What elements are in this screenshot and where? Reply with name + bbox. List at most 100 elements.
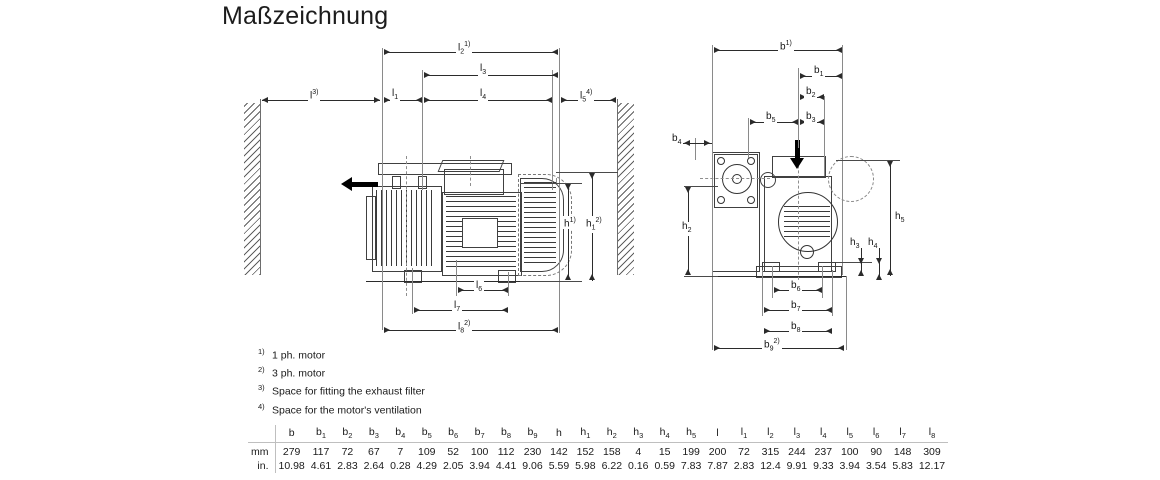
table-column-header: l bbox=[716, 427, 719, 440]
dim-arrow-b8-right bbox=[826, 328, 832, 334]
table-cell: 4.29 bbox=[416, 460, 437, 473]
table-cell: 100 bbox=[836, 442, 863, 460]
footnote-text: 3 ph. motor bbox=[272, 367, 326, 380]
dim-label-b7: b7 bbox=[789, 301, 803, 315]
dim-label-b6: b6 bbox=[789, 281, 803, 295]
table-column-header: h5 bbox=[686, 426, 697, 441]
dim-sub-b9: 9 bbox=[769, 345, 774, 353]
table-cell: 309 bbox=[915, 442, 949, 460]
table-column-subscript: 2 bbox=[769, 431, 774, 441]
table-column-subscript: 4 bbox=[401, 431, 406, 441]
exhaust-filter-cap bbox=[366, 196, 376, 260]
dim-base-b4: b bbox=[672, 133, 678, 144]
table-column-header: b4 bbox=[395, 426, 406, 441]
dim-label-b4: b4 bbox=[670, 133, 684, 148]
table-cell: 5.83 bbox=[892, 460, 913, 473]
ext-h-top-horizontal bbox=[520, 183, 582, 184]
dim-arrow-l8-right bbox=[552, 327, 558, 333]
dim-arrow-b9-left bbox=[714, 345, 720, 351]
table-column-header: h bbox=[556, 427, 562, 440]
dim-base-l1: l bbox=[392, 88, 395, 99]
dim-arrow-l2-right bbox=[552, 49, 558, 55]
table-cell: 158 bbox=[598, 442, 626, 460]
dim-base-h2: h bbox=[682, 221, 688, 232]
dim-arrow-b9-right bbox=[838, 345, 844, 351]
terminal-screw-br bbox=[747, 196, 755, 204]
table-column-subscript: 8 bbox=[506, 431, 512, 441]
dim-arrow-l7-left bbox=[414, 307, 420, 313]
table-column-subscript: 1 bbox=[586, 431, 591, 441]
table-cell: 12.4 bbox=[760, 460, 781, 473]
dim-sub-h3: 3 bbox=[855, 243, 860, 250]
dim-arrow-l-note3-right bbox=[374, 97, 380, 103]
wall-left-hatching bbox=[244, 103, 260, 275]
dim-sub-b3: 3 bbox=[811, 117, 816, 124]
dim-label-h5: h5 bbox=[893, 212, 907, 226]
footnote-item: 4)Space for the motor's ventilation bbox=[258, 400, 425, 418]
pump-casing bbox=[442, 192, 522, 276]
footnote-marker: 2) bbox=[258, 365, 265, 375]
ext-line-b4-left bbox=[695, 138, 696, 160]
table-column-subscript: 4 bbox=[822, 431, 827, 441]
table-cell: 7.87 bbox=[707, 460, 728, 473]
pump-fan-fins bbox=[784, 206, 830, 238]
dim-arrow-l2-left bbox=[384, 49, 390, 55]
dim-label-l1: l1 bbox=[390, 88, 401, 103]
dim-base-h: h bbox=[564, 218, 570, 230]
table-cell: 142 bbox=[545, 442, 573, 460]
terminal-box-flange bbox=[714, 154, 758, 208]
front-base-line bbox=[706, 276, 846, 277]
dim-arrow-b2-right bbox=[818, 94, 824, 100]
dim-base-b1: b bbox=[814, 65, 820, 76]
dim-arrow-b6-left bbox=[774, 287, 780, 293]
dim-base-l2: l bbox=[458, 42, 461, 54]
dim-line-l3 bbox=[424, 75, 558, 76]
dim-arrow-b2-left bbox=[800, 94, 806, 100]
table-column-header: l8 bbox=[928, 426, 936, 441]
table-cell: 10.98 bbox=[278, 460, 305, 473]
table-cell: 0.16 bbox=[628, 460, 649, 473]
table-column-header: b7 bbox=[474, 426, 485, 441]
table-column-header: h3 bbox=[633, 426, 644, 441]
dim-label-b: b1) bbox=[778, 39, 794, 53]
front-base-plate bbox=[756, 266, 842, 278]
table-cell: 7.83 bbox=[680, 460, 702, 473]
ext-line-b6-left bbox=[772, 266, 773, 298]
dim-line-b4 bbox=[680, 143, 712, 144]
table-column-subscript: 7 bbox=[901, 431, 906, 441]
wall-left-edge bbox=[260, 99, 261, 275]
dim-label-h3: h3 bbox=[848, 238, 862, 252]
dim-sup-b9: 2) bbox=[773, 338, 780, 345]
dim-arrow-l5-right bbox=[610, 97, 616, 103]
exhaust-filter-block bbox=[372, 186, 442, 272]
ext-line-b5-left bbox=[748, 118, 749, 158]
dim-base-b3: b bbox=[806, 111, 812, 122]
dim-arrow-l3-right bbox=[552, 72, 558, 78]
ext-line-l3-left bbox=[422, 70, 423, 190]
dim-sub-l3: 3 bbox=[482, 69, 487, 76]
table-cell: 199 bbox=[677, 442, 705, 460]
centerline-vertical-right bbox=[470, 156, 471, 186]
air-flow-arrow-head bbox=[341, 177, 352, 191]
table-column-header: l6 bbox=[872, 426, 880, 441]
table-column-header: l3 bbox=[793, 426, 801, 441]
dim-arrow-b6-right bbox=[816, 287, 822, 293]
ext-line-l4-right bbox=[552, 70, 553, 190]
table-cell: 112 bbox=[492, 442, 520, 460]
dim-base-l7: l bbox=[454, 300, 457, 311]
dim-sup-l8: 2) bbox=[464, 320, 471, 327]
dim-arrow-h1-top bbox=[589, 173, 595, 179]
dim-sub-b4: 4 bbox=[677, 139, 682, 146]
table-cell: 117 bbox=[307, 442, 335, 460]
table-column-subscript: 7 bbox=[480, 431, 485, 441]
dim-sup-h: 1) bbox=[569, 217, 576, 224]
dim-line-h4 bbox=[879, 248, 880, 280]
footnote-text: 1 ph. motor bbox=[272, 349, 326, 362]
dim-line-h5 bbox=[890, 161, 891, 276]
dim-sub-h2: 2 bbox=[687, 227, 692, 234]
dim-label-b2: b2 bbox=[804, 87, 818, 101]
dim-base-l-note3: l bbox=[310, 90, 313, 102]
table-cell: 5.98 bbox=[575, 460, 596, 473]
